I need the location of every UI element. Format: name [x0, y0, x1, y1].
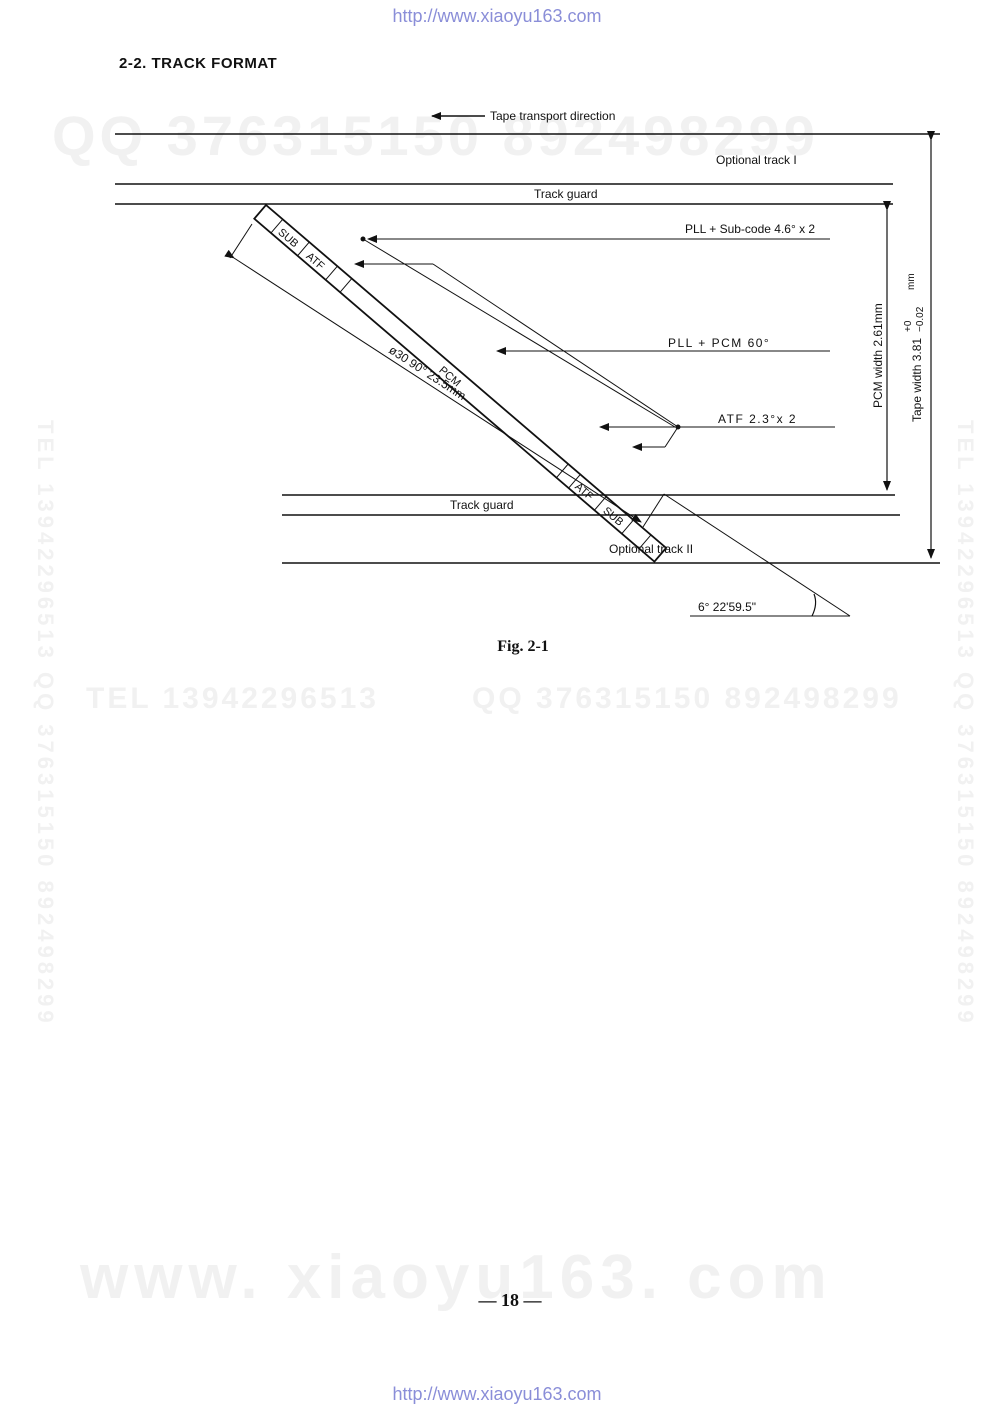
- figure-caption: Fig. 2-1: [497, 638, 549, 655]
- page-number: — 18 —: [478, 1290, 542, 1310]
- extension-line: [642, 493, 665, 528]
- track-divider: [270, 218, 284, 234]
- atf-leader-lower: [664, 426, 679, 448]
- optional-track-2-label: Optional track II: [609, 542, 693, 556]
- angle-label: 6° 22'59.5": [698, 600, 756, 614]
- track-divider: [325, 265, 338, 281]
- tape-tolerance-plus: +0: [903, 320, 914, 332]
- pcm-width-label: PCM width 2.61mm: [871, 303, 885, 408]
- section-title: 2-2. TRACK FORMAT: [119, 55, 278, 72]
- tape-width-label: Tape width 3.81: [910, 338, 924, 422]
- watermark-vertical-right: TEL 13942296513 QQ 376315150 892498299: [953, 420, 978, 1027]
- pll-subcode-label: PLL + Sub-code 4.6° x 2: [685, 222, 815, 236]
- footer-url: http://www.xiaoyu163.com: [392, 1384, 602, 1404]
- track-dimension-label: ø30 90° 23.5mm: [386, 343, 468, 403]
- track-divider: [339, 278, 353, 293]
- tape-width-unit: mm: [906, 273, 917, 290]
- optional-track-1-label: Optional track I: [716, 153, 797, 167]
- header-url: http://www.xiaoyu163.com: [392, 6, 602, 26]
- tape-direction-label: Tape transport direction: [490, 109, 615, 123]
- track-format-diagram: Tape transport direction Optional track …: [115, 109, 940, 617]
- pll-pcm-label: PLL + PCM 60°: [668, 336, 770, 350]
- track-guard-bottom-label: Track guard: [450, 498, 514, 512]
- track-divider: [621, 519, 634, 534]
- atf-leader-upper-diagonal: [432, 263, 679, 428]
- watermark-bottom: www. xiaoyu163. com: [80, 1243, 833, 1312]
- pll-subcode-leader-diagonal: [362, 238, 676, 428]
- angle-reference-line: [663, 493, 851, 617]
- angle-arc: [811, 593, 817, 617]
- track-divider: [638, 534, 652, 549]
- track-length-dimension: [224, 249, 642, 523]
- watermark-vertical-left: TEL 13942296513 QQ 376315150 892498299: [33, 420, 58, 1027]
- watermark-tel-middle: TEL 13942296513: [86, 682, 379, 715]
- tape-tolerance-minus: −0.02: [915, 306, 926, 332]
- atf-label: ATF 2.3°x 2: [718, 412, 797, 426]
- watermark-qq-middle: QQ 376315150 892498299: [472, 682, 902, 715]
- track-guard-top-label: Track guard: [534, 187, 598, 201]
- extension-line: [229, 223, 253, 259]
